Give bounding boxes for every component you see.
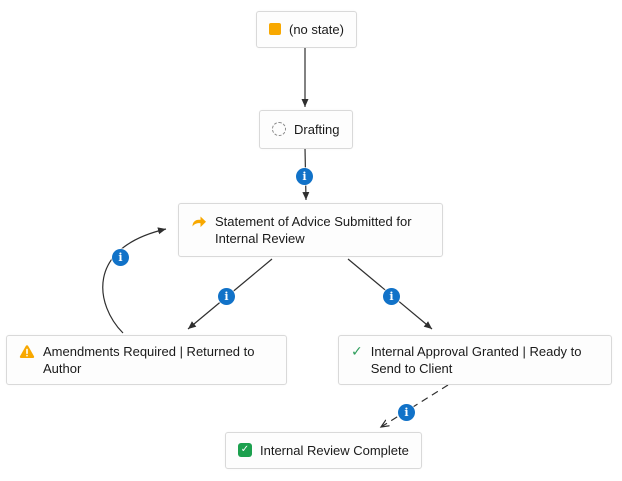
state-label: Internal Approval Granted | Ready to Sen…	[370, 344, 582, 376]
edge-amendments-to-soa-curved[interactable]	[102, 227, 167, 334]
info-icon[interactable]: i	[296, 168, 313, 185]
state-label: Drafting	[294, 122, 340, 137]
edge-approval-to-complete-dashed[interactable]	[381, 384, 449, 427]
dashed-circle-icon	[272, 122, 286, 136]
state-node-no-state[interactable]: (no state)	[256, 11, 357, 48]
info-icon[interactable]: i	[112, 249, 129, 266]
info-icon[interactable]: i	[398, 404, 415, 421]
state-node-drafting[interactable]: Drafting	[259, 110, 353, 149]
curved-arrow-icon	[191, 214, 207, 229]
check-icon: ✓	[351, 343, 363, 359]
state-label: (no state)	[289, 22, 344, 37]
info-icon[interactable]: i	[218, 288, 235, 305]
state-node-internal-review-complete[interactable]: ✓ Internal Review Complete	[225, 432, 422, 469]
info-icon[interactable]: i	[383, 288, 400, 305]
state-node-amendments-required[interactable]: Amendments Required | Returned to Author	[6, 335, 287, 385]
state-node-internal-approval-granted[interactable]: ✓ Internal Approval Granted | Ready to S…	[338, 335, 612, 385]
state-node-soa-internal-review[interactable]: Statement of Advice Submitted for Intern…	[178, 203, 443, 257]
state-label: Statement of Advice Submitted for Intern…	[215, 214, 412, 246]
state-label: Amendments Required | Returned to Author	[43, 344, 255, 376]
state-label: Internal Review Complete	[260, 443, 409, 458]
check-square-icon: ✓	[238, 443, 252, 457]
orange-square-icon	[269, 23, 281, 35]
warning-triangle-icon	[19, 344, 35, 359]
